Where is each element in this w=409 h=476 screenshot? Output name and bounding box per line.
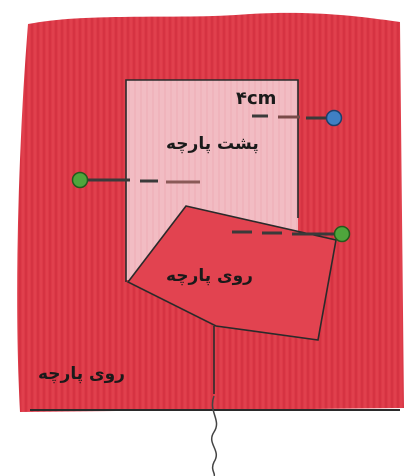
- measurement-label: ۴cm: [236, 88, 277, 109]
- green-pin-icon: [333, 225, 351, 243]
- fabric-face-main-label: روی پارچه: [38, 364, 125, 384]
- fabric-back-label: پشت پارچه: [166, 134, 259, 154]
- green-pin-icon: [71, 171, 89, 189]
- thread-squiggle: [211, 395, 218, 476]
- blue-pin-icon: [325, 109, 343, 127]
- fabric-face-flap-label: روی پارچه: [166, 266, 253, 286]
